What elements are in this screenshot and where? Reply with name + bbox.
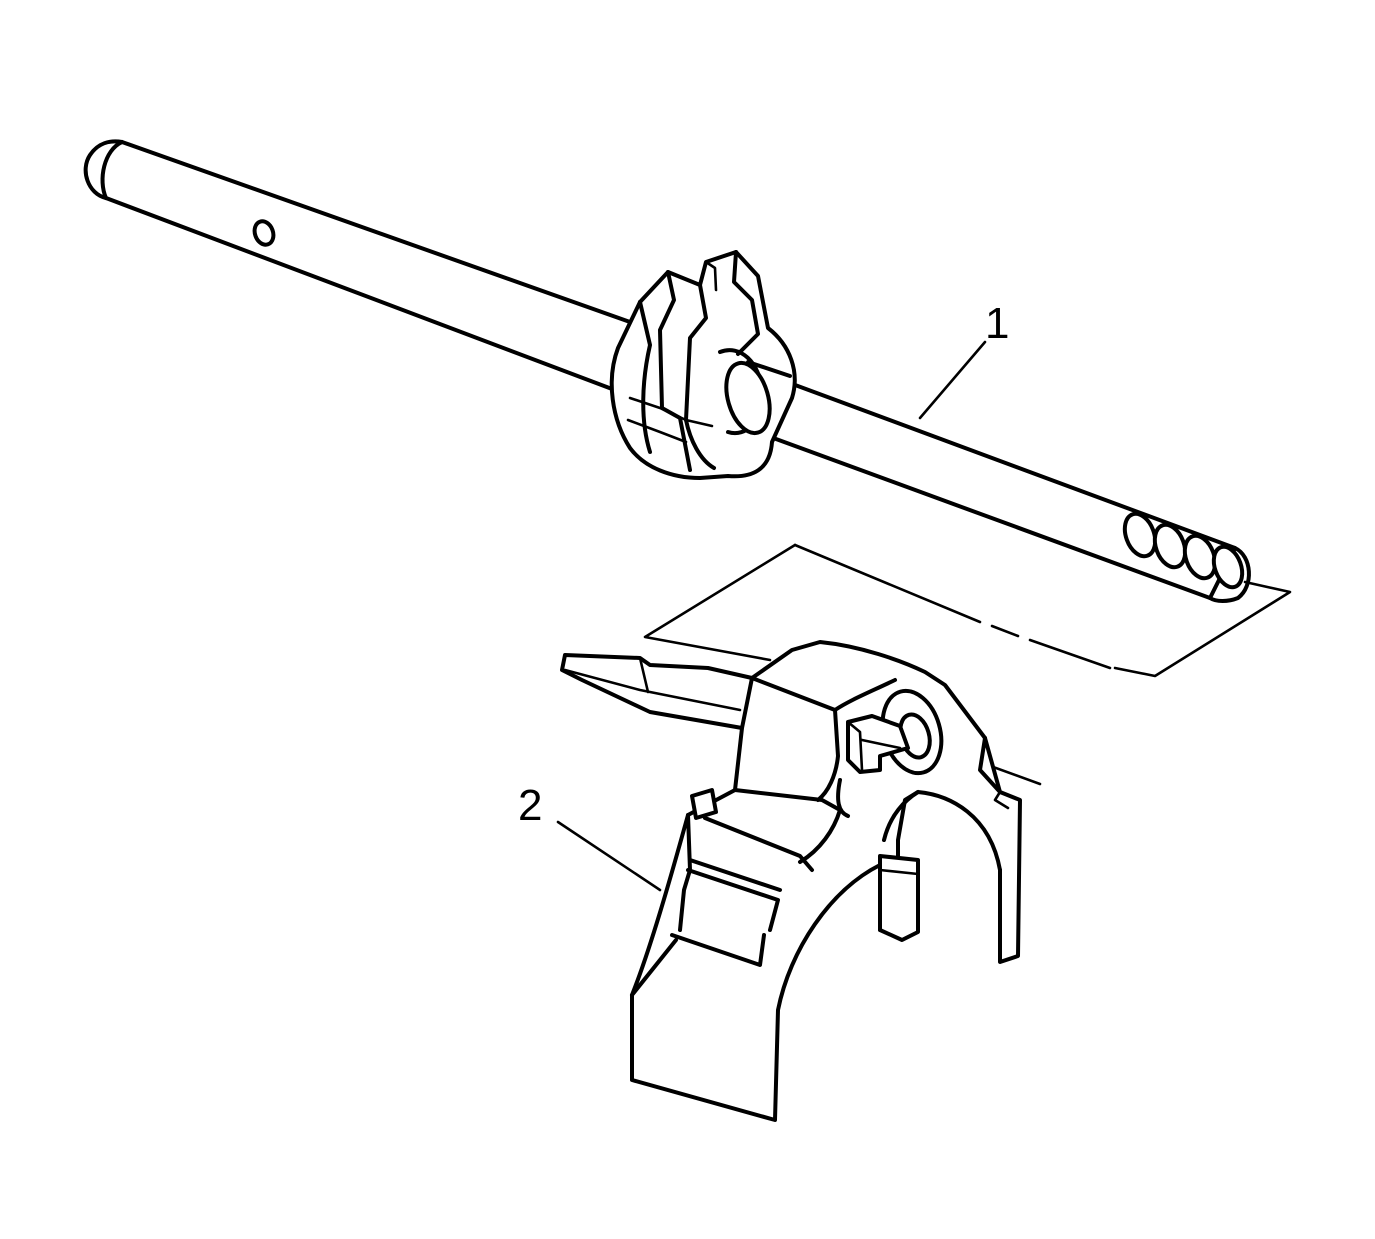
callout-2: 2: [518, 781, 662, 892]
guide-frame-top-end: [1028, 638, 1112, 670]
callout-2-number: 2: [518, 781, 542, 830]
callout-2-leader: [556, 820, 662, 892]
callout-1-number: 1: [985, 299, 1009, 348]
shaft-pin-hole: [252, 219, 276, 247]
shift-shaft-assembly: [83, 139, 1251, 603]
fork-arm: [560, 653, 754, 730]
shaft-right-section: [733, 370, 1237, 600]
guide-frame-top-dash: [990, 624, 1020, 638]
callout-1-leader: [918, 340, 987, 420]
guide-frame-left: [643, 543, 797, 662]
shaft-detent-grooves: [1122, 511, 1245, 590]
shaft-left-end-cap: [100, 140, 124, 200]
guide-frame: [1113, 580, 1292, 678]
shaft-left-end: [83, 139, 632, 394]
shift-fork: [560, 640, 1022, 1122]
callout-1: 1: [918, 299, 1009, 420]
guide-frame-top: [793, 543, 982, 624]
shaft-right-end-cap: [1208, 546, 1251, 603]
shaft-selector-block: [609, 250, 797, 480]
